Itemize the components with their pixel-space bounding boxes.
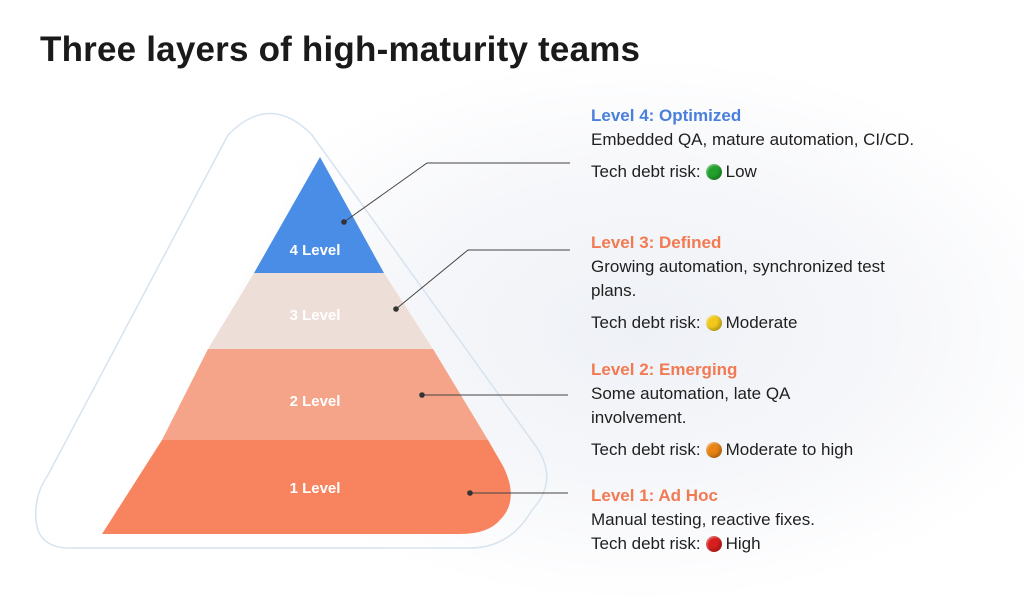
page-title: Three layers of high-maturity teams xyxy=(40,30,641,69)
pyramid-backing xyxy=(57,140,300,530)
connector-level-4 xyxy=(343,162,570,223)
level-3-label: 3 Level xyxy=(290,307,341,324)
pyramid-level-2 xyxy=(162,349,488,440)
orange-status-dot-icon xyxy=(705,442,722,458)
connector-dot-2 xyxy=(419,392,425,398)
level-3-risk-value: Moderate xyxy=(725,313,798,332)
level-3-risk-label: Tech debt risk: xyxy=(591,313,701,332)
pyramid-level-1 xyxy=(102,440,511,534)
connector-level-3 xyxy=(395,249,570,310)
yellow-status-dot-icon xyxy=(705,315,722,331)
level-4-body: Embedded QA, mature automation, CI/CD. xyxy=(591,130,915,149)
level-4-risk-label: Tech debt risk: xyxy=(591,162,701,181)
level-2-risk-label: Tech debt risk: xyxy=(591,440,701,459)
level-4-risk: Tech debt risk: Low xyxy=(591,160,1001,184)
level-1-risk: Tech debt risk: High xyxy=(591,532,1001,556)
level-2-risk: Tech debt risk: Moderate to high xyxy=(591,438,1001,462)
level-2-body: Some automation, late QA involvement. xyxy=(591,384,790,427)
level-1-label: 1 Level xyxy=(290,480,341,497)
level-4-label: 4 Level xyxy=(290,242,341,259)
level-3-risk: Tech debt risk: Moderate xyxy=(591,311,1001,335)
level-2-label: 2 Level xyxy=(290,393,341,410)
level-4-heading: Level 4: Optimized xyxy=(591,106,742,125)
level-4-description: Level 4: Optimized Embedded QA, mature a… xyxy=(591,104,1001,184)
red-status-dot-icon xyxy=(705,536,722,552)
connector-dot-3 xyxy=(393,306,399,312)
level-3-body: Growing automation, synchronized test pl… xyxy=(591,257,885,300)
connector-dot-1 xyxy=(467,490,473,496)
level-1-risk-value: High xyxy=(725,534,761,553)
connector-dot-4 xyxy=(341,219,347,225)
level-4-risk-value: Low xyxy=(725,162,757,181)
level-2-heading: Level 2: Emerging xyxy=(591,360,738,379)
pyramid-level-4 xyxy=(254,157,384,273)
level-3-heading: Level 3: Defined xyxy=(591,233,722,252)
level-1-body: Manual testing, reactive fixes. xyxy=(591,510,815,529)
level-2-description: Level 2: Emerging Some automation, late … xyxy=(591,358,1001,462)
level-1-description: Level 1: Ad Hoc Manual testing, reactive… xyxy=(591,484,1001,556)
pyramid-outline xyxy=(35,112,548,549)
green-status-dot-icon xyxy=(705,164,722,180)
pyramid-level-3 xyxy=(208,273,433,349)
level-3-description: Level 3: Defined Growing automation, syn… xyxy=(591,231,1001,335)
level-2-risk-value: Moderate to high xyxy=(725,440,854,459)
level-1-heading: Level 1: Ad Hoc xyxy=(591,486,718,505)
level-1-risk-label: Tech debt risk: xyxy=(591,534,701,553)
